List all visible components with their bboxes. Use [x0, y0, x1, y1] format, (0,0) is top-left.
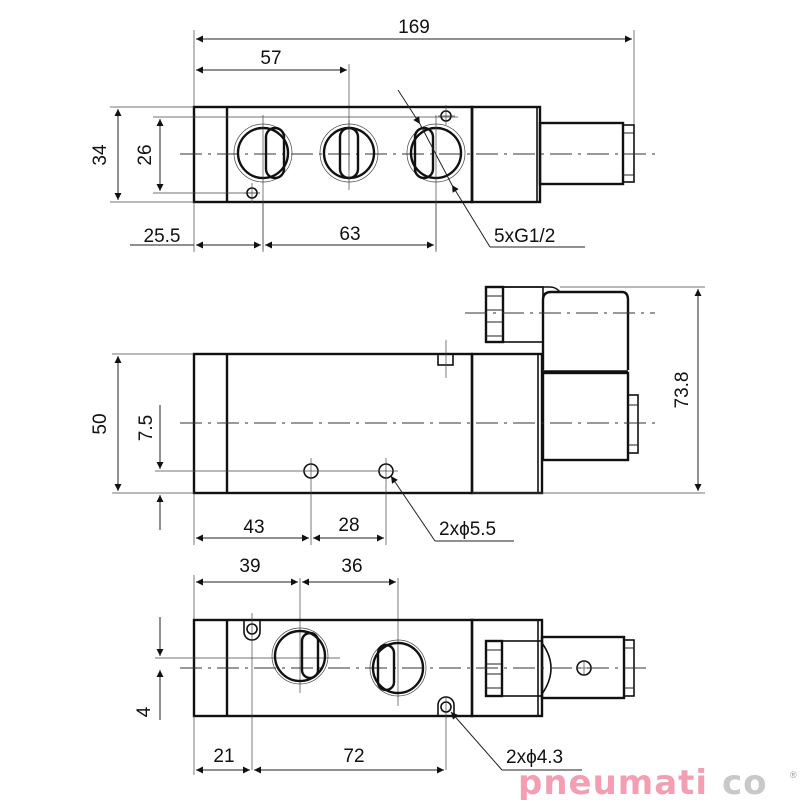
dim-bottom-port-offset: 39	[239, 556, 260, 577]
dim-side-hole-offset: 43	[243, 517, 264, 538]
callout-bottom-holes: 2xϕ4.3	[506, 747, 563, 768]
dim-height-outer: 34	[90, 144, 111, 166]
dim-bottom-hole-offset: 21	[213, 746, 234, 767]
registered-mark: ®	[790, 770, 797, 780]
bottom-port-2	[369, 639, 427, 697]
dim-height-inner: 26	[135, 144, 156, 165]
dim-overall-height: 73.8	[672, 372, 693, 409]
top-view: 169 57 34 26	[90, 17, 660, 252]
dim-hole-offset: 25.5	[144, 226, 181, 247]
dim-body-height: 50	[90, 413, 111, 434]
coil-side	[541, 371, 630, 462]
logo-text-primary: pneumati	[518, 763, 708, 800]
dim-center-offset: 4	[134, 706, 155, 717]
dim-side-hole-spacing: 28	[338, 515, 359, 536]
brand-logo: pneumati co ®	[518, 763, 797, 800]
dim-hole-spacing: 63	[339, 224, 360, 245]
bottom-port-1	[271, 627, 329, 685]
plug-nut-side	[484, 285, 505, 344]
callout-side-holes: 2xϕ5.5	[439, 519, 496, 540]
logo-text-secondary: co	[722, 763, 768, 800]
dim-port-offset: 57	[260, 48, 281, 69]
dim-bottom-port-spacing: 36	[341, 556, 362, 577]
side-view: 50 7.5 73.8 43 28 2xϕ5.5	[90, 285, 705, 545]
dim-hole-height: 7.5	[136, 415, 157, 441]
coil-cap-side	[541, 290, 630, 370]
dim-overall-length: 169	[398, 17, 430, 38]
dim-bottom-hole-spacing: 72	[343, 746, 364, 767]
callout-ports: 5xG1/2	[494, 226, 555, 247]
bottom-view: 39 36	[134, 556, 650, 775]
